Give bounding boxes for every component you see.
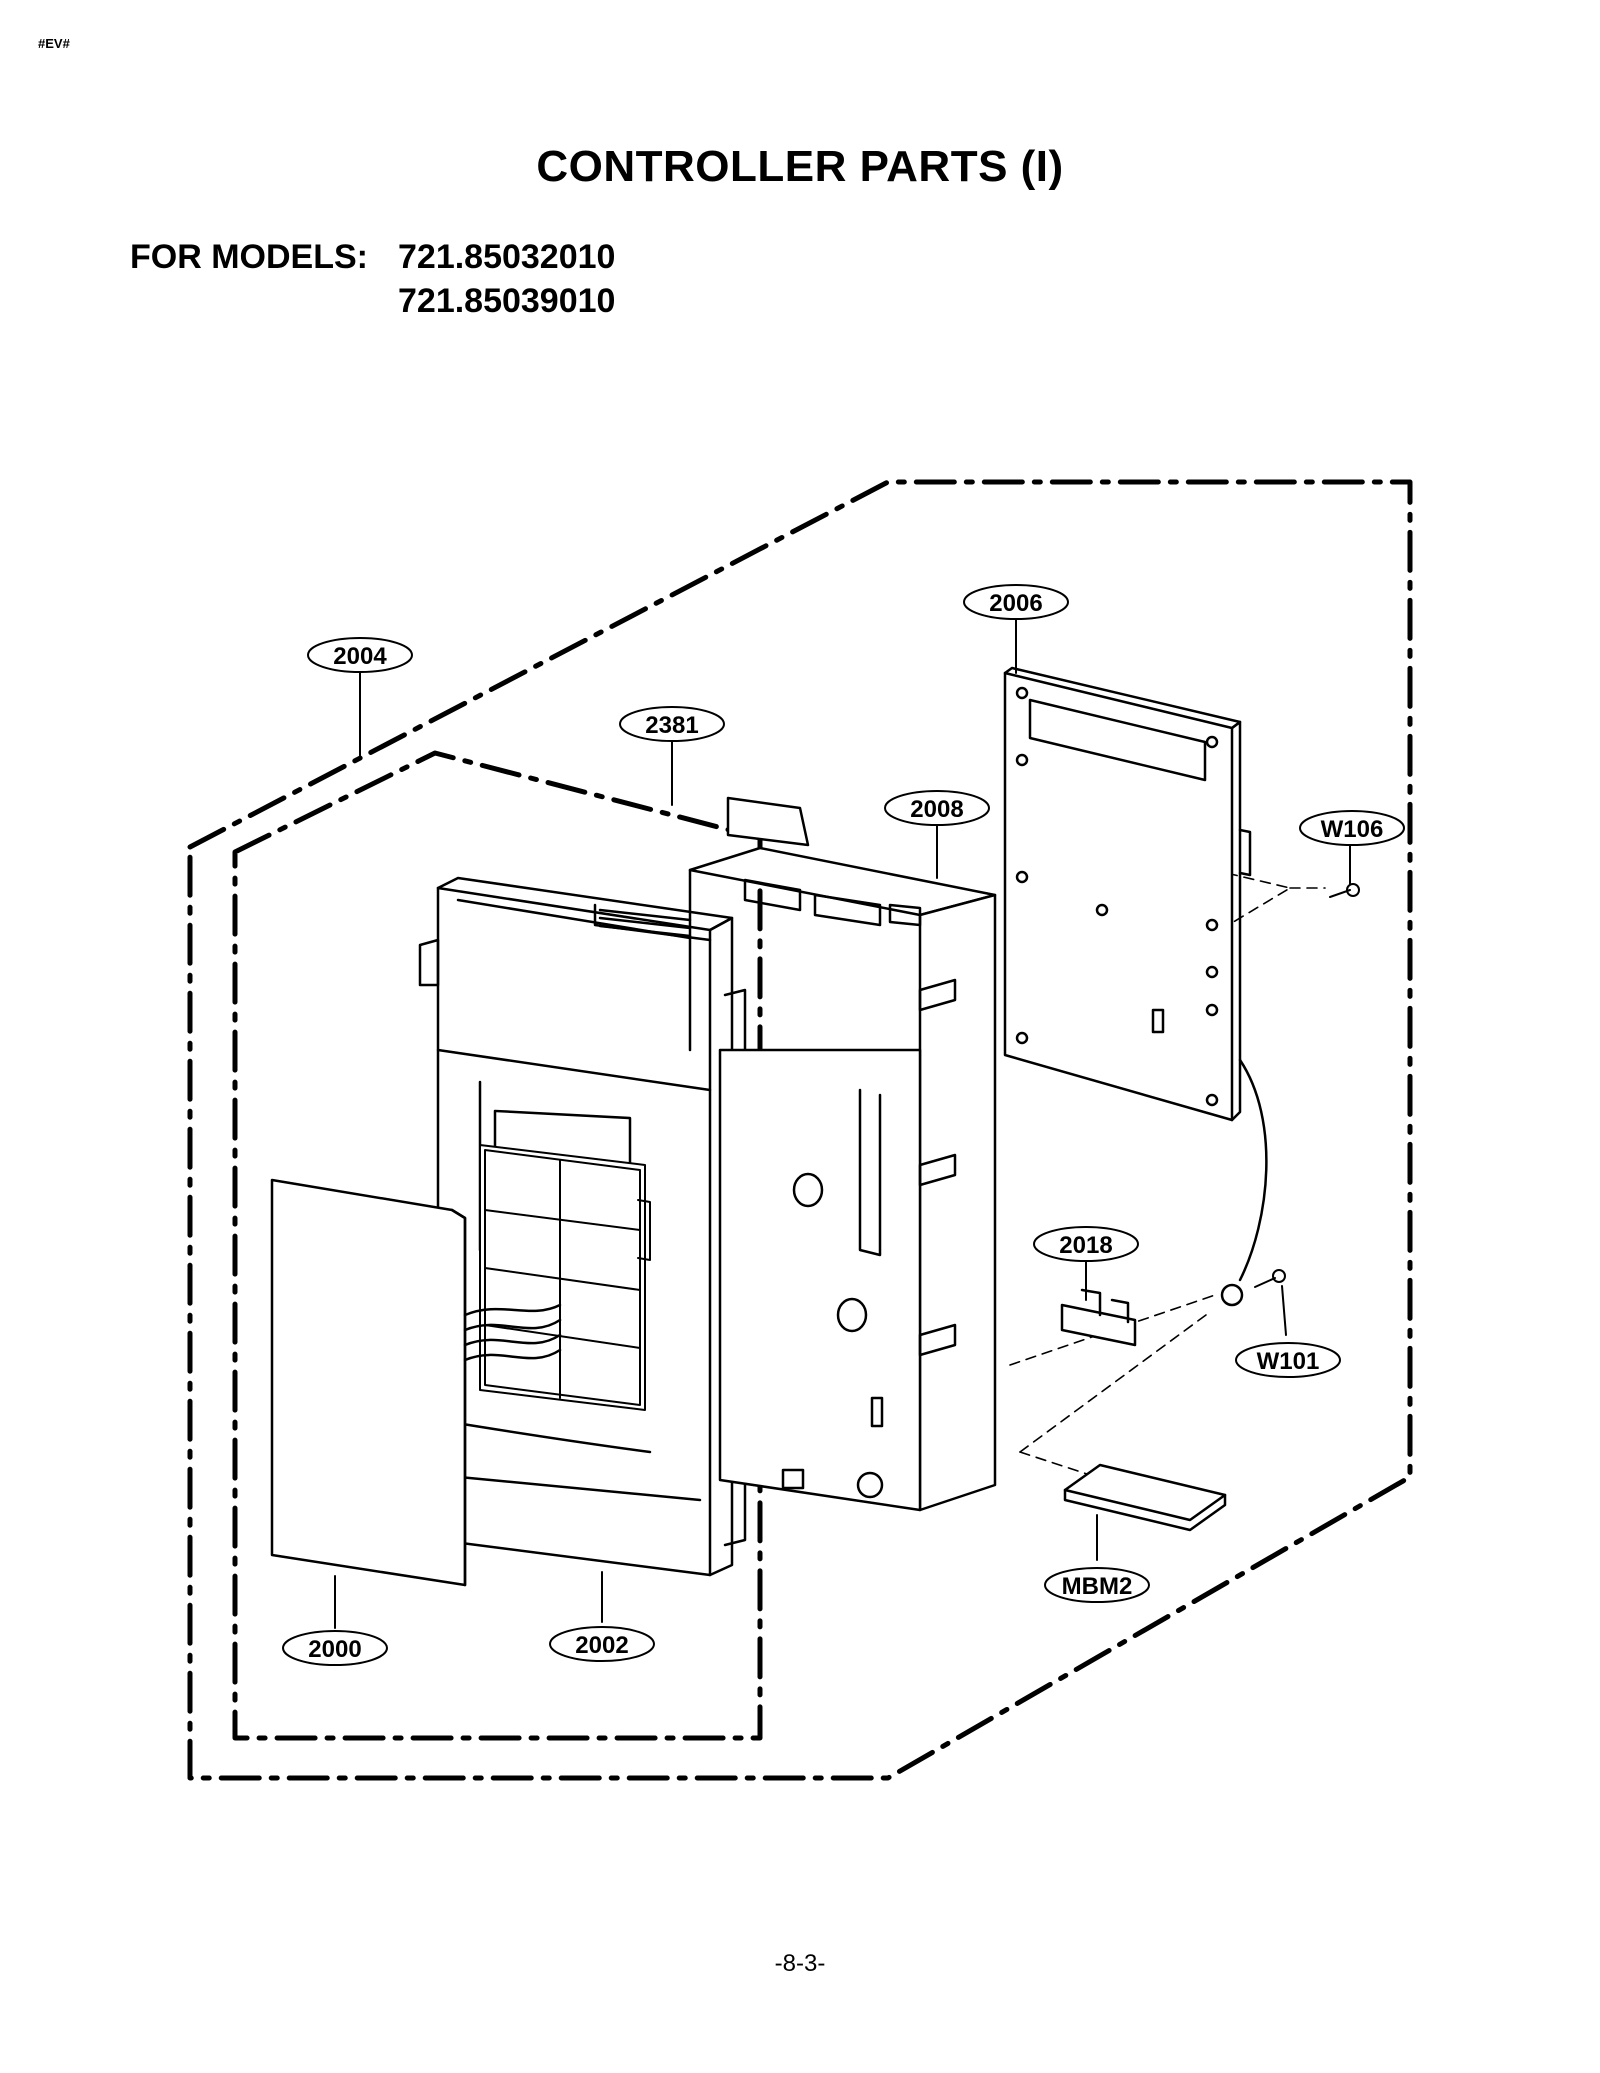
sensor-2018 [1060,1288,1137,1347]
label-2002: 2002 [575,1632,628,1659]
keypad-grid [479,1144,651,1411]
callout-2004: 2004 [307,637,413,673]
mounting-bracket [726,796,810,847]
label-2008: 2008 [910,796,963,823]
model-number-2: 721.85039010 [398,282,616,320]
pcb-board [1003,666,1268,1307]
screw-w101 [1254,1269,1286,1288]
page-number: -8-3- [774,1950,826,1977]
document-code: #EV# [38,36,70,51]
callout-w106: W106 [1299,810,1405,846]
callout-2006: 2006 [963,584,1069,620]
membrane-panel [270,1178,562,1587]
callout-mbm2: MBM2 [1044,1567,1150,1603]
label-2018: 2018 [1059,1232,1112,1259]
callout-2008: 2008 [884,790,990,826]
label-2381: 2381 [645,712,698,739]
label-w106: W106 [1321,816,1384,843]
callout-2000: 2000 [282,1630,388,1666]
callout-2381: 2381 [619,706,725,742]
part-mbm2 [1063,1463,1227,1532]
page-title: CONTROLLER PARTS (I) [536,142,1064,191]
label-mbm2: MBM2 [1062,1573,1133,1600]
label-2004: 2004 [333,643,387,670]
label-2000: 2000 [308,1636,361,1663]
callout-2002: 2002 [549,1626,655,1662]
screw-w106 [1329,883,1360,898]
model-number-1: 721.85032010 [398,238,616,276]
models-label: FOR MODELS: [130,238,368,276]
label-w101: W101 [1257,1348,1320,1375]
outer-assembly-boundary [187,479,1413,1781]
label-2006: 2006 [989,590,1042,617]
callout-2018: 2018 [1033,1226,1139,1262]
callout-w101: W101 [1235,1342,1341,1378]
leader-lines [334,617,1351,1629]
chassis-frame [688,846,997,1512]
